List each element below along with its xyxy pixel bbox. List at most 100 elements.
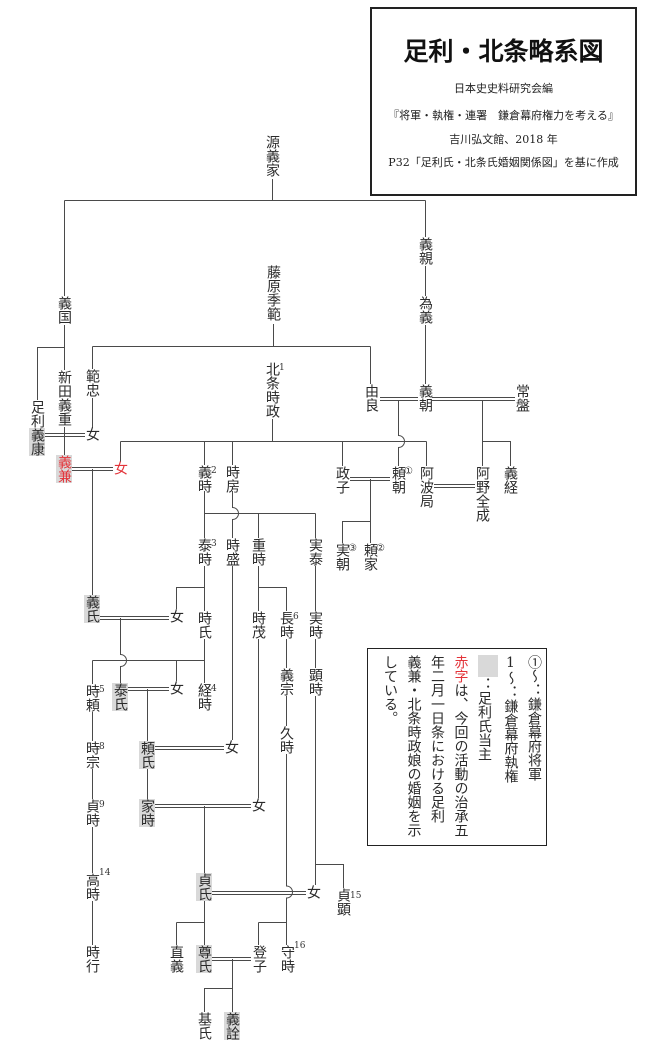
person-ashikaga-yoshiyasu: 足利義康 [29, 400, 45, 456]
person-fujiwara-suenori: 藤原季範 [265, 265, 281, 321]
person-yura: 由良 [363, 384, 379, 412]
regent-number: 9 [99, 800, 105, 810]
person-name: 女 [305, 885, 321, 899]
line-hisatoki-hop [258, 754, 293, 945]
shogun-number: ③ [348, 543, 357, 554]
regent-number: 4 [211, 684, 217, 694]
marriage-takauji-toshiko [212, 957, 251, 961]
editor-line: 日本史史料研究会編 [454, 82, 553, 95]
person-name: 時茂 [250, 611, 266, 639]
person-tokiyuki: 時行 [84, 945, 100, 973]
person-saneyasu: 実泰 [307, 538, 323, 566]
line-yoritomo-children [342, 479, 371, 543]
person-name: 顕時 [307, 668, 323, 696]
person-yoshikuni: 義国 [56, 296, 72, 324]
person-tameyoshi: 為義 [417, 296, 433, 324]
person-yoshikane: 義兼 [56, 455, 72, 483]
regent-number: 16 [294, 941, 306, 951]
person-name: 高時 [84, 873, 100, 901]
marriage-sadauji [212, 891, 306, 895]
person-name: 女 [168, 681, 184, 695]
person-name: 新田義重 [56, 370, 72, 426]
line-to-yoritomo-hop [398, 400, 405, 466]
person-name: 義経 [502, 466, 518, 494]
legend-red-note-line: 義兼・北条時政娘の婚姻を示 [405, 655, 422, 837]
person-yoriuji: 頼氏 [139, 741, 155, 769]
person-name: 直義 [168, 945, 184, 973]
marriage-yasuuji [128, 687, 169, 691]
person-name: 登子 [251, 945, 267, 973]
person-name: 義氏 [84, 595, 100, 623]
person-ano-zenjo: 阿野全成 [474, 466, 490, 522]
person-tadayoshi: 直義 [168, 945, 184, 973]
person-name: 頼家 [362, 543, 378, 571]
person-name: 女 [84, 427, 100, 441]
person-name: 経時 [196, 683, 212, 711]
person-name: 頼朝 [390, 466, 406, 494]
person-name: 義国 [56, 296, 72, 324]
person-minamoto-yoshiie: 源義家 [264, 135, 280, 177]
line-shigetoki-children [258, 566, 287, 611]
person-yoshitomo: 義朝 [417, 384, 433, 412]
person-tokishige: 時茂 [250, 611, 266, 639]
person-sadauji: 貞氏 [196, 873, 212, 901]
legend-red-note-text: は、今回の活動の治承五 [452, 683, 469, 837]
person-tokishige-daughter: 女 [250, 798, 266, 812]
legend-red-note-line: 年二月一日条における足利 [429, 655, 445, 823]
highlight-swatch [478, 655, 498, 677]
person-name: 尊氏 [196, 945, 212, 973]
person-motouji: 基氏 [196, 1012, 212, 1040]
person-name: 貞顕 [335, 888, 351, 916]
person-name-prefix: 足利 [29, 400, 45, 428]
regent-number: 3 [211, 539, 217, 549]
source-line: P32「足利氏・北条氏婚姻関係図」を基に作成 [388, 156, 619, 169]
line-takauji-children [204, 959, 233, 1012]
person-name: 泰氏 [112, 683, 128, 711]
line-tokifusa-tokimori-hop [232, 491, 239, 538]
person-yasuuji: 泰氏 [112, 683, 128, 711]
person-name: 女 [223, 740, 239, 754]
regent-number: 15 [350, 891, 362, 901]
person-yoshiuji: 義氏 [84, 595, 100, 623]
person-name: 義兼 [56, 455, 72, 483]
person-akitoki-daughter: 女 [305, 885, 321, 899]
regent-number: 1 [279, 363, 285, 373]
line-sadauji-children [176, 901, 205, 945]
person-name: 源義家 [264, 135, 280, 177]
person-name: 常盤 [514, 384, 530, 412]
regent-number: 2 [211, 466, 217, 476]
person-tokimori-daughter: 女 [223, 740, 239, 754]
person-name: 重時 [250, 538, 266, 566]
person-name: 阿波局 [418, 466, 434, 508]
marriage-yoshitomo-tokiwa [432, 397, 515, 401]
person-awa-no-tsubone: 阿波局 [418, 466, 434, 508]
shogun-number: ① [404, 466, 413, 477]
person-akitoki: 顕時 [307, 668, 323, 696]
person-name: 貞時 [84, 799, 100, 827]
publisher-line: 吉川弘文館、2018 年 [449, 133, 558, 146]
person-name: 時宗 [84, 741, 100, 769]
person-name: 義康 [29, 428, 45, 456]
person-yoshitsune: 義経 [502, 466, 518, 494]
line-to-yasuuji-hop [120, 618, 127, 683]
title-box: 足利・北条略系図 日本史史料研究会編 『将軍・執権・連署 鎌倉幕府権力を考える』… [370, 7, 637, 196]
person-name: 政子 [334, 466, 350, 494]
person-yoshiakira: 義詮 [224, 1012, 240, 1040]
person-name: 範忠 [84, 369, 100, 397]
legend-box: ①～：鎌倉幕府将軍 1～：鎌倉幕府執権 ：足利氏当主 赤字は、今回の活動の治承五… [367, 648, 547, 846]
line-yoshikuni-ashikaga [37, 347, 65, 400]
person-name: 阿野全成 [474, 466, 490, 522]
person-name: 貞氏 [196, 873, 212, 901]
person-name: 為義 [417, 296, 433, 324]
person-name: 時盛 [224, 538, 240, 566]
person-name: 守時 [279, 945, 295, 973]
person-nitta-yoshishige: 新田義重 [56, 370, 72, 426]
